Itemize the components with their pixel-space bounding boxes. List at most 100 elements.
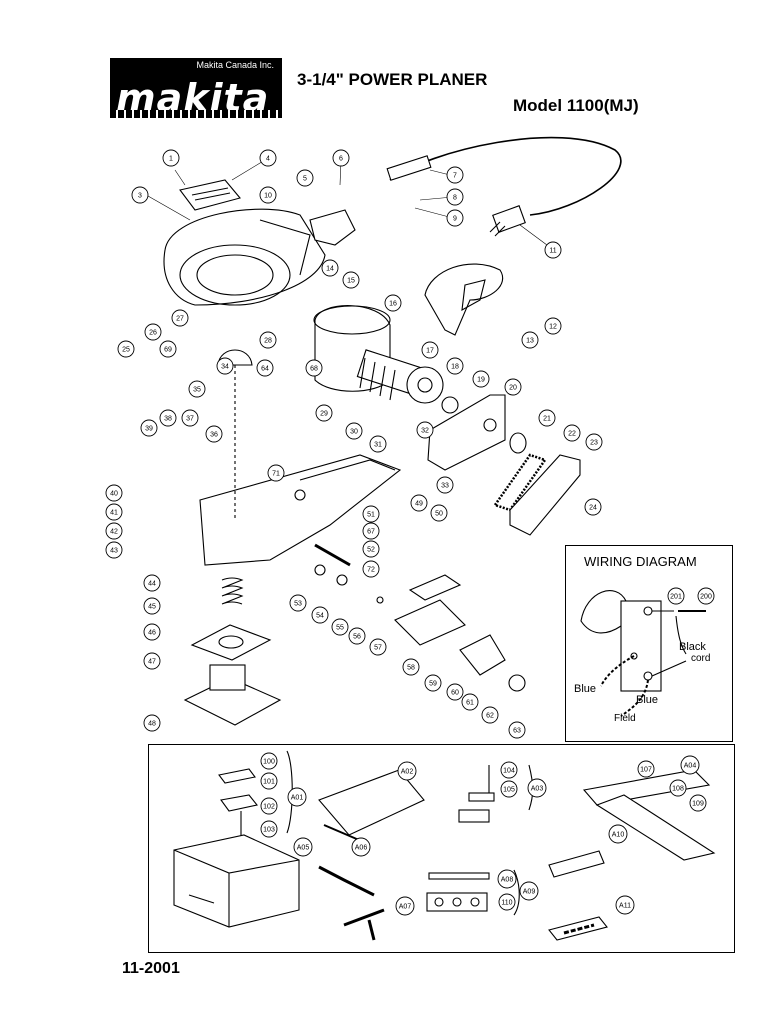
diagram-drawing: [147, 136, 622, 726]
callout: A06: [351, 837, 371, 857]
svg-text:40: 40: [110, 491, 118, 498]
callout: 37: [181, 409, 199, 427]
callout: 42: [105, 522, 123, 540]
label-blue-2: Blue: [636, 694, 658, 706]
callout: A03: [527, 778, 547, 798]
callout: 21: [538, 409, 556, 427]
label-cord: cord: [691, 653, 710, 664]
fan: [406, 366, 444, 404]
callout: 105: [500, 780, 518, 798]
blade: [408, 574, 462, 601]
strain-relief: [386, 155, 432, 181]
svg-text:43: 43: [110, 548, 118, 555]
svg-text:67: 67: [367, 529, 375, 536]
svg-text:A08: A08: [501, 877, 514, 884]
svg-text:16: 16: [389, 301, 397, 308]
callout: 52: [362, 540, 380, 558]
callout: 40: [105, 484, 123, 502]
svg-text:71: 71: [272, 471, 280, 478]
page-title: 3-1/4" POWER PLANER: [297, 70, 488, 89]
svg-text:200: 200: [700, 594, 712, 601]
callout: 5: [296, 169, 314, 187]
callout: 56: [348, 627, 366, 645]
callout: 43: [105, 541, 123, 559]
model-number: Model 1100(MJ): [513, 96, 639, 115]
callout: 62: [481, 706, 499, 724]
callout: 9: [446, 209, 464, 227]
drive-belt: [493, 453, 547, 512]
svg-text:57: 57: [374, 645, 382, 652]
svg-text:22: 22: [568, 431, 576, 438]
svg-text:21: 21: [543, 416, 551, 423]
svg-text:A10: A10: [612, 832, 625, 839]
svg-text:104: 104: [503, 768, 515, 775]
handle: [424, 263, 503, 336]
callout: 68: [305, 359, 323, 377]
svg-text:39: 39: [145, 426, 153, 433]
callout: 201: [667, 587, 685, 605]
callout: 104: [500, 761, 518, 779]
svg-text:A04: A04: [684, 763, 697, 770]
svg-text:47: 47: [148, 659, 156, 666]
svg-text:35: 35: [193, 387, 201, 394]
svg-text:6: 6: [339, 156, 343, 163]
svg-text:36: 36: [210, 432, 218, 439]
callout: 11: [544, 241, 562, 259]
accessories-panel: 100 101 102 103 A01 A02 104 105 A03 107 …: [148, 744, 735, 953]
end-plate: [459, 634, 506, 676]
callout: 4: [259, 149, 277, 167]
wiring-drawing: 201 200 Black cord Blue Blue Field: [574, 587, 715, 724]
power-cord: [389, 136, 622, 216]
accessories-drawing: 100 101 102 103 A01 A02 104 105 A03 107 …: [173, 750, 716, 941]
callout: 101: [260, 772, 278, 790]
callout: 28: [259, 331, 277, 349]
svg-text:24: 24: [589, 505, 597, 512]
svg-text:32: 32: [421, 428, 429, 435]
callout: A05: [293, 837, 313, 857]
svg-text:11: 11: [549, 248, 556, 255]
callout: 63: [508, 721, 526, 739]
callout: 1: [162, 149, 180, 167]
svg-text:8: 8: [453, 195, 457, 202]
callout: 29: [315, 404, 333, 422]
svg-text:1: 1: [169, 156, 173, 163]
svg-text:31: 31: [374, 442, 382, 449]
svg-text:A02: A02: [401, 769, 414, 776]
callout: 55: [331, 618, 349, 636]
callout: 107: [637, 760, 655, 778]
callout: 60: [446, 683, 464, 701]
svg-text:69: 69: [164, 347, 172, 354]
drum: [394, 599, 466, 646]
svg-text:13: 13: [526, 338, 534, 345]
switch: [309, 209, 356, 246]
svg-text:109: 109: [692, 801, 704, 808]
callout: 64: [256, 359, 274, 377]
callout: 59: [424, 674, 442, 692]
revision-date: 11-2001: [122, 960, 180, 977]
callout: 71: [267, 464, 285, 482]
callout: 31: [369, 435, 387, 453]
callout: 13: [521, 331, 539, 349]
svg-text:62: 62: [486, 713, 494, 720]
callout: 14: [321, 259, 339, 277]
callout: 6: [332, 149, 350, 167]
wiring-diagram: WIRING DIAGRAM 201 200 Black cord Blue B…: [565, 545, 733, 742]
bearing-19: [441, 396, 459, 414]
callout: 36: [205, 425, 223, 443]
callout: 19: [472, 370, 490, 388]
svg-text:68: 68: [310, 366, 318, 373]
label-blue-1: Blue: [574, 683, 596, 695]
callout: 48: [143, 714, 161, 732]
svg-text:108: 108: [672, 786, 684, 793]
callout: 15: [342, 271, 360, 289]
callout: 24: [584, 498, 602, 516]
callout: 54: [311, 606, 329, 624]
svg-text:41: 41: [110, 510, 118, 517]
svg-text:105: 105: [503, 787, 515, 794]
callout: 44: [143, 574, 161, 592]
svg-text:19: 19: [477, 377, 485, 384]
svg-text:10: 10: [264, 193, 272, 200]
svg-text:63: 63: [513, 728, 521, 735]
svg-text:107: 107: [640, 767, 652, 774]
callout: 100: [260, 752, 278, 770]
